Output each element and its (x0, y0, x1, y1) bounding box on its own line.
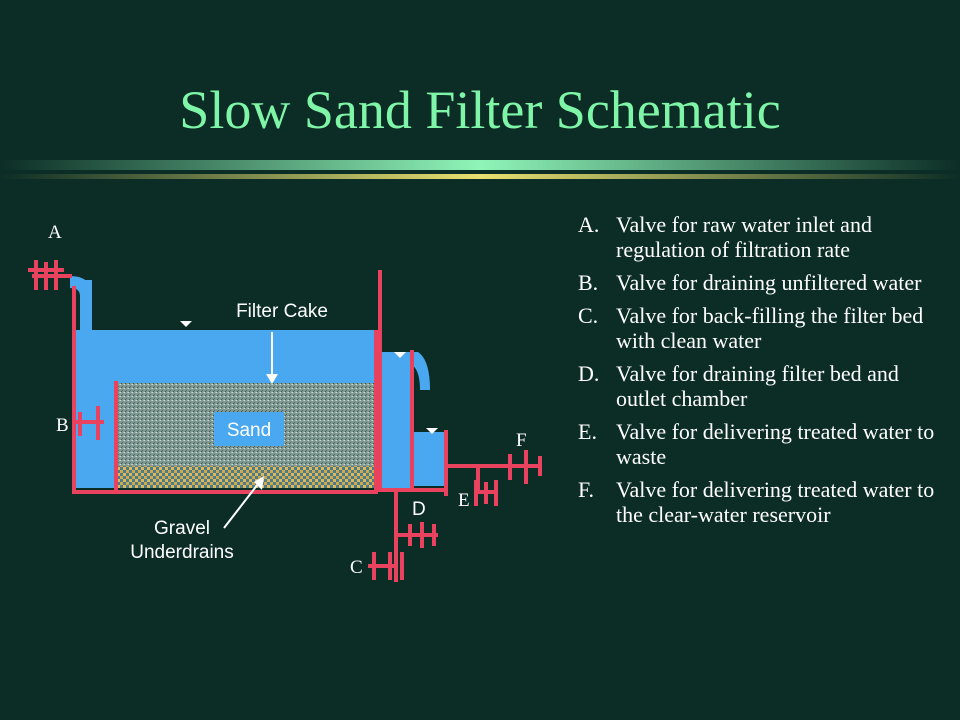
outlet-chamber-wall (410, 430, 448, 492)
gravel-label-line1: Gravel (154, 518, 210, 539)
legend-text: Valve for back-filling the filter bed wi… (616, 303, 924, 353)
legend-text: Valve for delivering treated water to wa… (616, 419, 935, 469)
title-divider-top (0, 160, 960, 170)
legend-letter: E. (578, 419, 597, 444)
legend-item-e: E. Valve for delivering treated water to… (578, 419, 948, 469)
label-c: C (350, 557, 363, 578)
water-level-marker-chamber (426, 428, 438, 434)
water-level-marker-channel (394, 352, 406, 358)
label-a: A (48, 222, 62, 243)
legend-letter: D. (578, 361, 600, 386)
sand-label-box (214, 412, 284, 446)
sand-label: Sand (227, 420, 271, 441)
gravel-arrowhead (254, 476, 264, 490)
valve-legend: A. Valve for raw water inlet and regulat… (578, 212, 948, 535)
legend-text: Valve for draining filter bed and outlet… (616, 361, 899, 411)
legend-letter: A. (578, 212, 600, 237)
inlet-water-bend (70, 276, 92, 296)
legend-item-a: A. Valve for raw water inlet and regulat… (578, 212, 948, 262)
legend-text: Valve for draining unfiltered water (616, 270, 922, 295)
water-level-marker-tank (180, 321, 192, 327)
filter-cake-label: Filter Cake (236, 301, 328, 322)
outlet-water-bend (382, 352, 430, 390)
outlet-water-channel (382, 352, 410, 488)
filter-cake-arrowhead (266, 374, 278, 384)
valve-b (78, 406, 104, 440)
legend-item-d: D. Valve for draining filter bed and out… (578, 361, 948, 411)
valve-d (408, 522, 436, 548)
label-e: E (458, 490, 470, 511)
valve-c (372, 552, 404, 580)
legend-text: Valve for raw water inlet and regulation… (616, 212, 872, 262)
legend-item-b: B. Valve for draining unfiltered water (578, 270, 948, 295)
slide-title: Slow Sand Filter Schematic (179, 80, 781, 140)
gravel-layer (116, 466, 378, 488)
valve-f (508, 450, 542, 484)
gravel-label-line2: Underdrains (130, 542, 234, 563)
legend-letter: B. (578, 270, 599, 295)
filter-schematic: Sand Filter Cake Gravel Underdrains A B … (28, 222, 542, 582)
outlet-chamber-water (414, 432, 444, 486)
title-divider-bottom (0, 174, 960, 179)
legend-item-c: C. Valve for back-filling the filter bed… (578, 303, 948, 353)
label-f: F (516, 430, 527, 451)
legend-item-f: F. Valve for delivering treated water to… (578, 477, 948, 527)
valve-a (28, 260, 64, 290)
label-b: B (56, 415, 69, 436)
title-divider (0, 160, 960, 179)
tank-wall (72, 286, 378, 494)
valve-e (474, 480, 498, 506)
label-d: D (412, 499, 426, 520)
legend-text: Valve for delivering treated water to th… (616, 477, 935, 527)
legend-letter: F. (578, 477, 594, 502)
gravel-arrow (223, 483, 259, 529)
legend-letter: C. (578, 303, 599, 328)
